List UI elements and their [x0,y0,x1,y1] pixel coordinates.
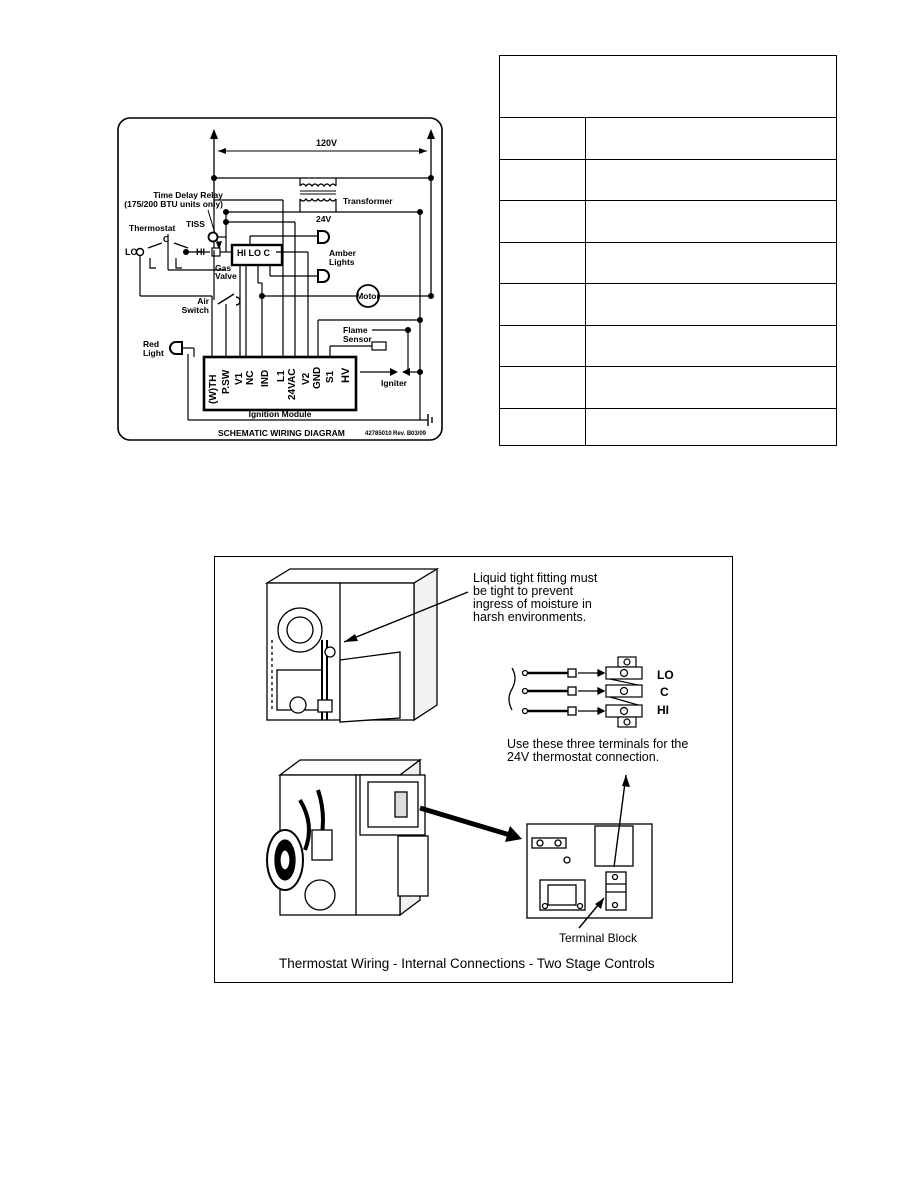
figure-caption: Thermostat Wiring - Internal Connections… [279,956,655,971]
legend-row [500,201,836,243]
label-amber-lights: Amber [329,248,356,258]
schematic-date: 03/09 [411,431,427,437]
legend-key-cell [500,367,586,408]
terminal-l1: L1 [276,370,287,382]
label-thermostat-lo: LO [125,247,138,257]
label-igniter: Igniter [381,378,407,388]
control-panel-detail [526,823,653,919]
legend-row [500,325,836,367]
terminal-psw: P.SW [221,369,232,394]
label-time-delay-relay-note: (175/200 BTU units only) [124,199,223,209]
legend-key-cell [500,325,586,366]
schematic-wiring-diagram: 120V Transformer 24V Time Delay Relay (1… [117,117,444,442]
terminal-note-line-1: Use these three terminals for the [507,737,689,751]
label-thermostat: Thermostat [129,223,176,233]
label-red-light: Red [143,339,160,349]
legend-row [500,367,836,409]
terminal-block-label: Terminal Block [559,931,638,945]
label-120v: 120V [316,138,338,148]
terminal-label-c: C [660,685,669,699]
schematic-revision: Rev. B [393,431,412,437]
legend-key-cell [500,201,586,242]
terminal-wth: (W)TH [208,374,219,404]
fitting-note-line-2: be tight to prevent [473,584,574,598]
label-amber-lights-2: Lights [329,257,355,267]
heater-illustrations [264,567,653,929]
label-transformer: Transformer [343,196,393,206]
legend-row [500,159,836,201]
terminal-nc: NC [245,370,256,385]
label-air-switch: Air [197,296,209,306]
terminal-s1: S1 [325,370,336,383]
legend-key-cell [500,242,586,283]
terminal-note-line-2: 24V thermostat connection. [507,750,660,764]
schematic-doc-number: 42785010 [365,431,392,437]
legend-key-cell [500,284,586,325]
terminal-block-detail [605,656,643,728]
label-time-delay-relay: Time Delay Relay [153,190,223,200]
terminal-24vac: 24VAC [287,368,298,401]
legend-table [499,55,837,446]
label-ignition-module: Ignition Module [248,409,312,419]
thermostat-wires [508,667,606,716]
label-thermostat-hi: HI [196,247,205,257]
thermostat-wiring-figure: Liquid tight fitting must be tight to pr… [214,556,733,983]
label-gas-valve-2: Valve [215,271,237,281]
schematic-drawing [117,117,443,441]
fitting-note-line-1: Liquid tight fitting must [473,571,598,585]
fitting-note-line-3: ingress of moisture in [473,597,592,611]
label-gas-valve-terminals: HI LO C [237,248,270,258]
legend-row [500,118,836,160]
legend-header [500,56,836,118]
heater-unit-lower [266,758,429,917]
terminal-label-hi: HI [657,703,669,717]
label-gas-valve: Gas [215,263,232,273]
terminal-label-lo: LO [657,668,674,682]
label-air-switch-2: Switch [181,305,209,315]
terminal-v1: V1 [234,372,245,385]
legend-row [500,284,836,326]
legend-key-cell [500,118,586,159]
terminal-hv: HV [340,367,352,383]
label-motor: Motor [356,291,380,301]
legend-row [500,408,836,445]
label-red-light-2: Light [143,348,164,358]
legend-key-cell [500,159,586,200]
heater-unit-upper [264,567,440,723]
legend-row [500,242,836,284]
label-thermostat-c: C [163,234,170,244]
terminal-v2: V2 [301,372,312,385]
terminal-gnd: GND [312,366,323,389]
terminal-ind: IND [260,369,271,387]
label-tiss: TISS [186,219,205,229]
schematic-title: SCHEMATIC WIRING DIAGRAM [218,428,345,438]
label-24v: 24V [316,214,332,224]
fitting-note-line-4: harsh environments. [473,610,587,624]
legend-key-cell [500,408,586,445]
label-flame-sensor-2: Sensor [343,334,372,344]
label-flame-sensor: Flame [343,325,368,335]
